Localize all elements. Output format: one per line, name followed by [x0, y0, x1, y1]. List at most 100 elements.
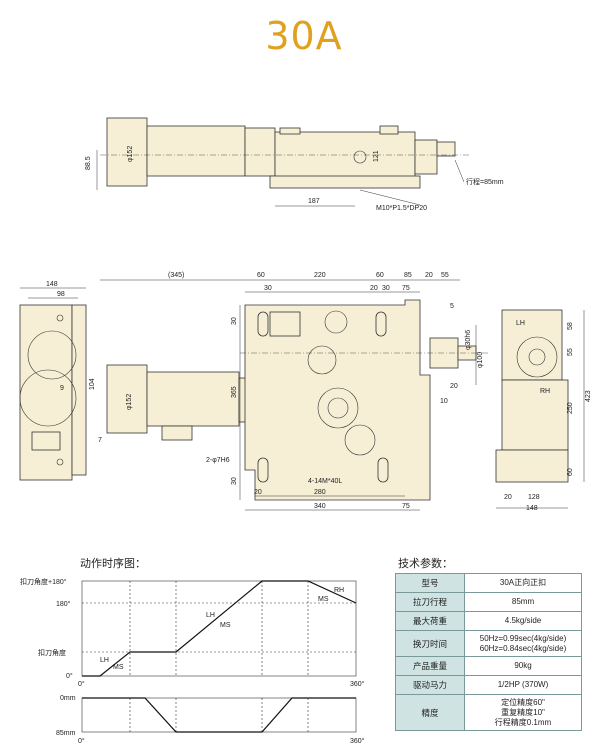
spec-row: 驱动马力 1/2HP (370W) — [395, 675, 582, 695]
dim-9: 9 — [60, 385, 64, 392]
seq-lower-x-start: 0° — [78, 737, 85, 745]
dim-423: 423 — [585, 390, 592, 402]
timing-chart: 扣刀角度+180° 180° 扣刀角度 0° 0° 360° LH MS LH … — [20, 577, 365, 745]
seq-ann-ms3: MS — [318, 596, 329, 603]
dim-30-v1: 30 — [231, 317, 238, 325]
right-hub-inner — [528, 348, 546, 366]
dim-20-bottom: 20 — [254, 489, 262, 496]
dim-phi30h6: φ30h6 — [465, 330, 472, 350]
main-lower-hole — [344, 424, 376, 456]
dim-5: 5 — [450, 303, 454, 310]
page-title: 30A — [265, 14, 343, 58]
top-gearbox-lug — [279, 127, 301, 135]
spec-line: 重复精度10" — [501, 707, 545, 717]
dim-phi100: φ100 — [477, 352, 484, 368]
main-motor-body — [146, 371, 240, 427]
dim-365: 365 — [231, 386, 238, 398]
dim-20-b: 20 — [370, 285, 378, 292]
left-upper-gear — [27, 330, 77, 380]
dim-60-b: 60 — [376, 272, 384, 279]
dim-98: 98 — [57, 291, 65, 298]
dim-280: 280 — [314, 489, 326, 496]
dim-20-side: 20 — [504, 494, 512, 501]
seq-ann-lh1: LH — [100, 657, 109, 664]
dim-345: (345) — [168, 272, 184, 279]
dim-30-a: 30 — [264, 285, 272, 292]
main-view: (345) 60 220 60 85 20 55 30 20 30 75 30 … — [100, 272, 490, 511]
spec-key: 拉刀行程 — [395, 592, 465, 612]
top-motor-flange — [244, 127, 276, 177]
seq-ann-lh2: LH — [206, 612, 215, 619]
dim-75-b: 75 — [402, 503, 410, 510]
dim-55-side: 55 — [567, 348, 574, 356]
dim-58: 58 — [567, 322, 574, 330]
dim-187: 187 — [308, 198, 320, 205]
main-plate — [244, 299, 431, 501]
top-spindle-housing — [414, 139, 438, 175]
seq-y-label-grip: 扣刀角度 — [38, 648, 66, 657]
dim-phi152-top: φ152 — [127, 146, 134, 162]
left-frame — [19, 304, 73, 481]
spec-line: 定位精度60" — [501, 697, 545, 707]
seq-ann-ms2: MS — [220, 622, 231, 629]
spec-row: 产品重量 90kg — [395, 656, 582, 676]
dim-220: 220 — [314, 272, 326, 279]
spec-row: 最大荷重 4.5kg/side — [395, 611, 582, 631]
main-mid-hole — [307, 345, 337, 375]
top-gearbox-lug2 — [379, 125, 399, 135]
right-hub-outer — [516, 336, 558, 378]
seq-y-label-180: 180° — [56, 600, 71, 608]
seq-x-end: 360° — [350, 680, 365, 688]
seq-x-start: 0° — [78, 680, 85, 688]
right-side-view: LH RH 58 55 250 423 60 20 128 148 — [495, 309, 592, 512]
seq-ann-rh: RH — [334, 587, 344, 594]
top-base — [269, 175, 421, 189]
top-view: 88.5 φ152 121 187 M10*P1.5*DP20 行程=85mm — [85, 117, 504, 212]
spec-key: 换刀时间 — [395, 630, 465, 657]
dim-30-v2: 30 — [231, 477, 238, 485]
spec-key: 精度 — [395, 694, 465, 731]
spec-line: 60Hz=0.84sec(4kg/side) — [479, 643, 567, 653]
spec-value: 1/2HP (370W) — [464, 675, 582, 695]
holes-label: 4-14M*40L — [308, 478, 342, 485]
spec-key: 驱动马力 — [395, 675, 465, 695]
spec-line: 行程精度0.1mm — [494, 717, 552, 727]
seq-lower-y-85mm: 85mm — [56, 730, 76, 737]
right-top-housing — [501, 309, 563, 381]
spec-key: 型号 — [395, 573, 465, 593]
dim-121: 121 — [373, 150, 380, 162]
dim-phi152-main: φ152 — [126, 394, 133, 410]
top-motor-body — [146, 125, 246, 177]
dim-104: 104 — [89, 378, 96, 390]
dim-85: 85 — [404, 272, 412, 279]
dim-148-side: 148 — [526, 505, 538, 512]
spec-row: 精度 定位精度60" 重复精度10" 行程精度0.1mm — [395, 694, 582, 731]
spec-row: 拉刀行程 85mm — [395, 592, 582, 612]
seq-ann-ms1: MS — [113, 664, 124, 671]
spec-value: 30A正向正扣 — [464, 573, 582, 593]
dim-88-5: 88.5 — [85, 156, 92, 170]
dim-340: 340 — [314, 503, 326, 510]
top-gearbox — [274, 131, 416, 185]
label-lh-side: LH — [516, 320, 525, 327]
right-mid-housing — [501, 379, 569, 451]
dim-250: 250 — [567, 402, 574, 414]
dim-10: 10 — [440, 398, 448, 405]
spec-table: 型号 30A正向正扣 拉刀行程 85mm 最大荷重 4.5kg/side 换刀时… — [395, 573, 582, 731]
spec-value: 90kg — [464, 656, 582, 676]
main-upper-hole — [324, 310, 348, 334]
dim-20-a: 20 — [425, 272, 433, 279]
main-top-block — [269, 311, 301, 337]
stroke-label: 行程=85mm — [466, 177, 504, 186]
spec-key: 产品重量 — [395, 656, 465, 676]
seq-lower-y-0mm: 0mm — [60, 695, 76, 702]
spec-value: 50Hz=0.99sec(4kg/side) 60Hz=0.84sec(4kg/… — [464, 630, 582, 657]
sequence-title: 动作时序图： — [80, 558, 146, 570]
spec-value: 85mm — [464, 592, 582, 612]
main-center-hole — [317, 387, 359, 429]
left-side-view: 148 98 104 9 7 — [19, 281, 102, 481]
dim-55: 55 — [441, 272, 449, 279]
left-lower-gear — [19, 369, 77, 427]
spec-row: 换刀时间 50Hz=0.99sec(4kg/side) 60Hz=0.84sec… — [395, 630, 582, 657]
